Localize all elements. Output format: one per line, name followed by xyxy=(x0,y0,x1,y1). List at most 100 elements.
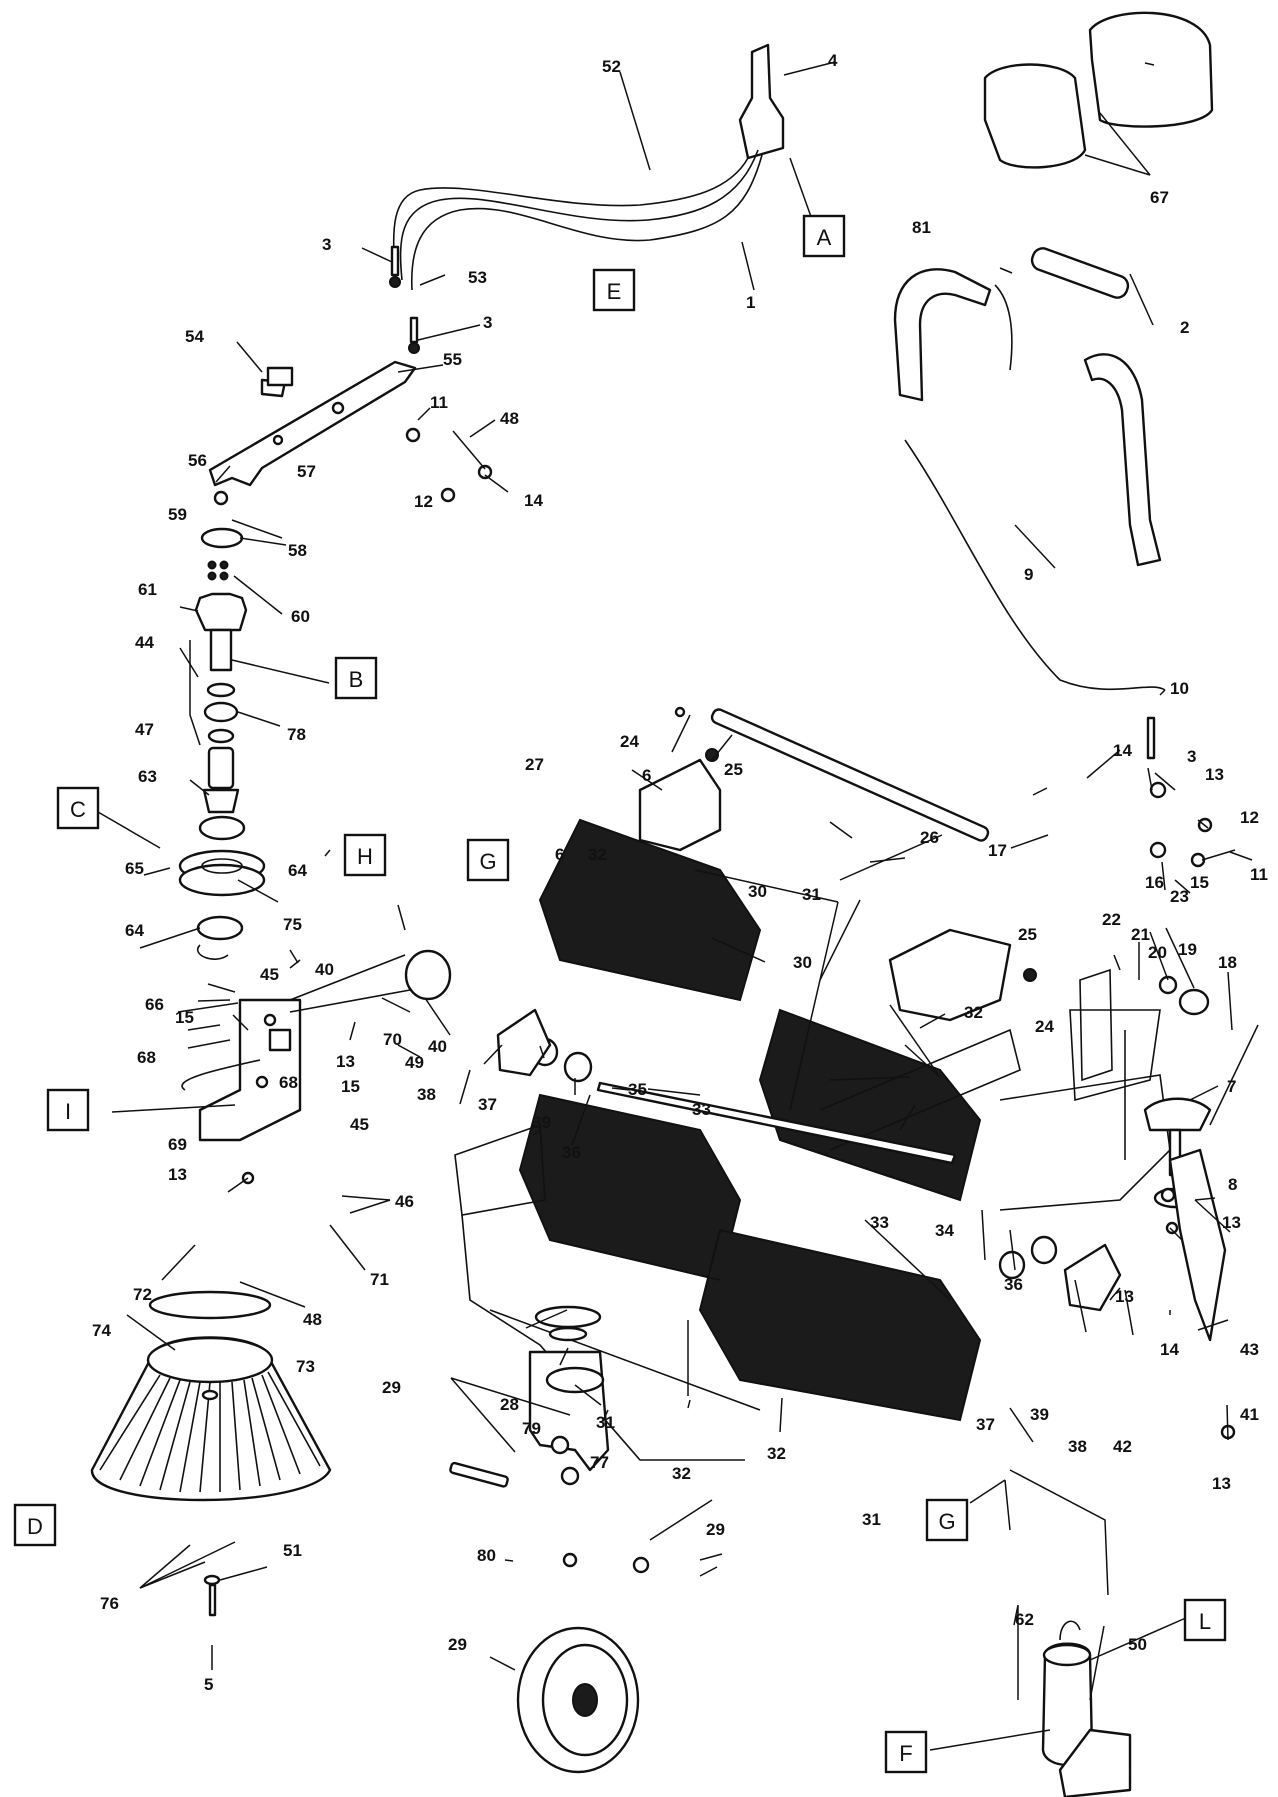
svg-text:D: D xyxy=(27,1514,43,1539)
callout-6: 6 xyxy=(642,766,651,785)
callout-14: 14 xyxy=(1160,1340,1179,1359)
callout-51: 51 xyxy=(283,1541,302,1560)
callout-19: 19 xyxy=(1178,940,1197,959)
callout-53: 53 xyxy=(468,268,487,287)
callout-80: 80 xyxy=(477,1546,496,1565)
callout-77: 77 xyxy=(590,1453,609,1472)
section-label-e: E xyxy=(592,268,636,312)
callout-55: 55 xyxy=(443,350,462,369)
callout-68: 68 xyxy=(279,1073,298,1092)
callout-34: 34 xyxy=(935,1221,954,1240)
callout-14: 14 xyxy=(524,491,543,510)
callout-56: 56 xyxy=(188,451,207,470)
callout-32: 32 xyxy=(588,845,607,864)
callout-12: 12 xyxy=(414,492,433,511)
callout-39: 39 xyxy=(532,1113,551,1132)
callout-21: 21 xyxy=(1131,925,1150,944)
callout-68: 68 xyxy=(137,1048,156,1067)
callout-4: 4 xyxy=(828,51,838,70)
callout-54: 54 xyxy=(185,327,204,346)
callout-29: 29 xyxy=(382,1378,401,1397)
callout-40: 40 xyxy=(315,960,334,979)
svg-text:E: E xyxy=(607,279,622,304)
callout-15: 15 xyxy=(341,1077,360,1096)
callout-48: 48 xyxy=(500,409,519,428)
svg-text:B: B xyxy=(349,667,364,692)
section-label-d: D xyxy=(13,1503,57,1547)
callout-13: 13 xyxy=(1222,1213,1241,1232)
svg-text:I: I xyxy=(65,1099,71,1124)
callout-11: 11 xyxy=(430,393,448,412)
callout-66: 66 xyxy=(145,995,164,1014)
callout-32: 32 xyxy=(767,1444,786,1463)
callout-65: 65 xyxy=(125,859,144,878)
callout-8: 8 xyxy=(1228,1175,1237,1194)
callout-42: 42 xyxy=(1113,1437,1132,1456)
callout-30: 30 xyxy=(793,953,812,972)
callout-75: 75 xyxy=(283,915,302,934)
svg-text:A: A xyxy=(817,225,832,250)
callout-32: 32 xyxy=(964,1003,983,1022)
svg-text:G: G xyxy=(938,1509,955,1534)
callout-6: 6 xyxy=(555,845,564,864)
callout-73: 73 xyxy=(296,1357,315,1376)
callout-49: 49 xyxy=(405,1053,424,1072)
callout-13: 13 xyxy=(1205,765,1224,784)
callout-3: 3 xyxy=(1187,747,1196,766)
axle xyxy=(496,1008,1122,1312)
callout-45: 45 xyxy=(260,965,279,984)
callout-79: 79 xyxy=(522,1419,541,1438)
castor-wheel xyxy=(449,1305,640,1774)
callout-13: 13 xyxy=(1212,1474,1231,1493)
callout-57: 57 xyxy=(297,462,316,481)
handlebars xyxy=(893,247,1166,691)
callout-3: 3 xyxy=(483,313,492,332)
section-label-g-2: G xyxy=(925,1498,969,1542)
callout-44: 44 xyxy=(135,633,154,652)
callout-37: 37 xyxy=(478,1095,497,1114)
callout-30: 30 xyxy=(748,882,767,901)
callout-31: 31 xyxy=(862,1510,881,1529)
section-label-l: L xyxy=(1183,1598,1227,1642)
section-label-c: C xyxy=(56,786,100,830)
callout-81: 81 xyxy=(912,218,931,237)
callout-13: 13 xyxy=(168,1165,187,1184)
callout-33: 33 xyxy=(692,1100,711,1119)
fasteners xyxy=(201,245,1236,1617)
callout-18: 18 xyxy=(1218,953,1237,972)
callout-45: 45 xyxy=(350,1115,369,1134)
callout-16: 16 xyxy=(1145,873,1164,892)
callout-10: 10 xyxy=(1170,679,1189,698)
callout-74: 74 xyxy=(92,1321,111,1340)
svg-text:C: C xyxy=(70,797,86,822)
callout-60: 60 xyxy=(291,607,310,626)
section-label-h: H xyxy=(343,833,387,877)
callout-37: 37 xyxy=(976,1415,995,1434)
svg-text:L: L xyxy=(1199,1609,1211,1634)
callout-26: 26 xyxy=(920,828,939,847)
callout-32: 32 xyxy=(672,1464,691,1483)
callout-15: 15 xyxy=(175,1008,194,1027)
callout-7: 7 xyxy=(1227,1077,1236,1096)
callout-17: 17 xyxy=(988,841,1007,860)
callout-71: 71 xyxy=(370,1270,389,1289)
callout-63: 63 xyxy=(138,767,157,786)
callout-64: 64 xyxy=(288,861,307,880)
callout-9: 9 xyxy=(1024,565,1033,584)
callout-38: 38 xyxy=(1068,1437,1087,1456)
callout-70: 70 xyxy=(383,1030,402,1049)
motor xyxy=(1041,1620,1132,1797)
callout-35: 35 xyxy=(628,1080,647,1099)
section-label-a: A xyxy=(802,214,846,258)
callout-2: 2 xyxy=(1180,318,1189,337)
callout-29: 29 xyxy=(706,1520,725,1539)
callout-78: 78 xyxy=(287,725,306,744)
brush-cover xyxy=(638,708,1012,1022)
callout-25: 25 xyxy=(1018,925,1037,944)
callout-12: 12 xyxy=(1240,808,1259,827)
callout-52: 52 xyxy=(602,57,621,76)
callout-33: 33 xyxy=(870,1213,889,1232)
callout-22: 22 xyxy=(1102,910,1121,929)
callout-40: 40 xyxy=(428,1037,447,1056)
